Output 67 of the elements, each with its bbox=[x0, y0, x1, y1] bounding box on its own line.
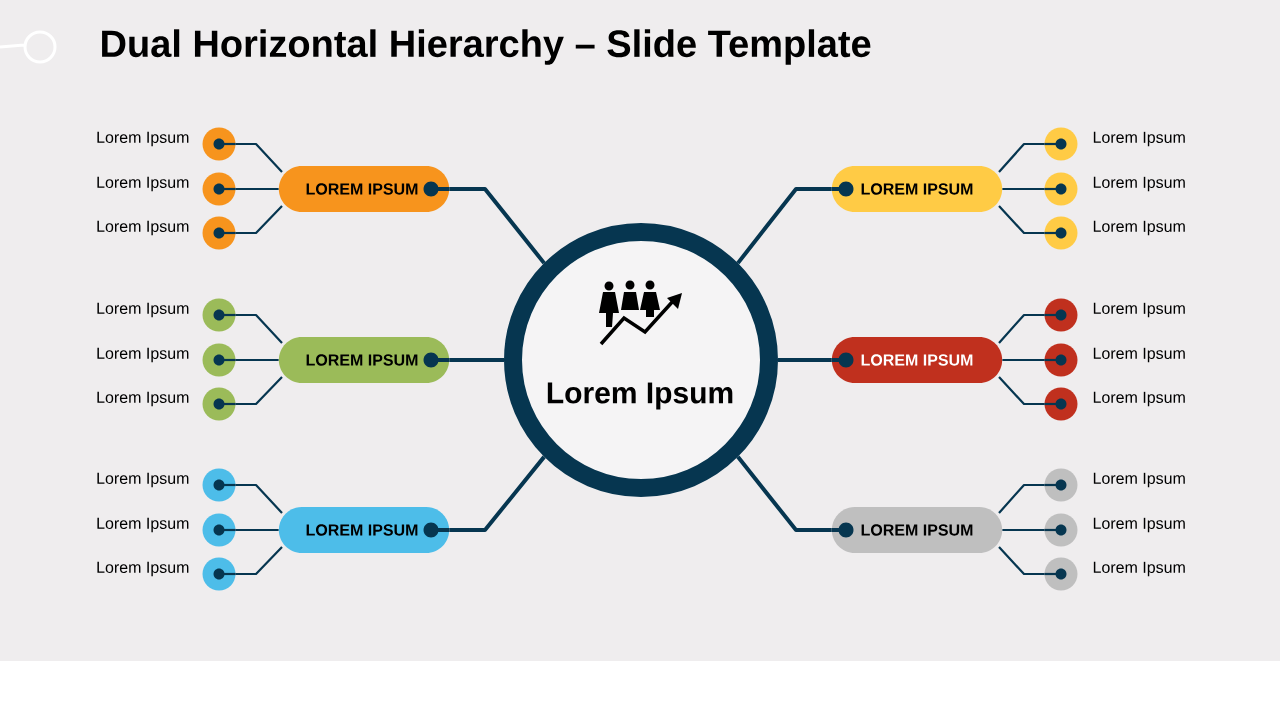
item-label: Lorem Ipsum bbox=[97, 472, 189, 488]
category-pill: LOREM IPSUM bbox=[278, 166, 450, 212]
item-label: Lorem Ipsum bbox=[97, 131, 189, 147]
item-label: Lorem Ipsum bbox=[97, 347, 189, 363]
connector-line bbox=[998, 376, 1045, 406]
item-label: Lorem Ipsum bbox=[1093, 302, 1185, 318]
bullet-circle bbox=[1044, 127, 1078, 161]
connector-line bbox=[449, 358, 504, 362]
category-pill: LOREM IPSUM bbox=[278, 507, 450, 553]
connector-line bbox=[1002, 358, 1045, 362]
connector-line bbox=[998, 142, 1045, 173]
bullet-circle bbox=[1044, 557, 1078, 591]
bullet-circle bbox=[1044, 172, 1078, 206]
connector-line bbox=[235, 528, 279, 532]
item-label: Lorem Ipsum bbox=[1093, 472, 1185, 488]
category-pill: LOREM IPSUM bbox=[831, 166, 1003, 212]
item-label: Lorem Ipsum bbox=[97, 391, 189, 407]
bullet-circle bbox=[1044, 513, 1078, 547]
bullet-circle bbox=[1044, 387, 1078, 421]
connector-line bbox=[736, 187, 832, 265]
connector-line bbox=[235, 142, 283, 173]
bullet-circle bbox=[202, 127, 236, 161]
diagram-title: Dual Horizontal Hierarchy – Slide Template bbox=[102, 29, 871, 65]
connector-line bbox=[235, 358, 279, 362]
bullet-circle bbox=[202, 172, 236, 206]
item-label: Lorem Ipsum bbox=[97, 302, 189, 318]
item-label: Lorem Ipsum bbox=[1093, 517, 1185, 533]
item-label: Lorem Ipsum bbox=[1093, 561, 1185, 577]
item-label: Lorem Ipsum bbox=[1093, 131, 1185, 147]
bullet-circle bbox=[202, 557, 236, 591]
item-label: Lorem Ipsum bbox=[1093, 176, 1185, 192]
bullet-circle bbox=[202, 343, 236, 377]
connector-line bbox=[736, 455, 832, 532]
bullet-circle bbox=[1044, 298, 1078, 332]
connector-line bbox=[998, 483, 1045, 514]
item-label: Lorem Ipsum bbox=[97, 220, 189, 236]
bullet-circle bbox=[1044, 468, 1078, 502]
connector-line bbox=[235, 313, 283, 344]
connector-line bbox=[778, 358, 832, 362]
item-label: Lorem Ipsum bbox=[1093, 347, 1185, 363]
connector-line bbox=[235, 483, 283, 514]
connector-line bbox=[235, 546, 283, 576]
item-label: Lorem Ipsum bbox=[97, 517, 189, 533]
bullet-circle bbox=[1044, 343, 1078, 377]
bullet-circle bbox=[202, 298, 236, 332]
item-label: Lorem Ipsum bbox=[97, 561, 189, 577]
connector-line bbox=[235, 205, 283, 235]
item-label: Lorem Ipsum bbox=[97, 176, 189, 192]
connector-line bbox=[998, 313, 1045, 344]
connector-line bbox=[1002, 187, 1045, 191]
category-pill: LOREM IPSUM bbox=[831, 507, 1003, 553]
bullet-circle bbox=[202, 468, 236, 502]
connector-line bbox=[449, 187, 546, 265]
connector-line bbox=[998, 205, 1045, 235]
bullet-circle bbox=[202, 387, 236, 421]
connector-line bbox=[449, 455, 546, 532]
connector-line bbox=[1002, 528, 1045, 532]
item-label: Lorem Ipsum bbox=[1093, 391, 1185, 407]
bullet-circle bbox=[202, 513, 236, 547]
connector-line bbox=[998, 546, 1045, 576]
item-label: Lorem Ipsum bbox=[1093, 220, 1185, 236]
category-pill: LOREM IPSUM bbox=[278, 337, 450, 383]
connector-line bbox=[235, 187, 279, 191]
bullet-circle bbox=[202, 216, 236, 250]
connector-line bbox=[235, 376, 283, 406]
category-pill: LOREM IPSUM bbox=[831, 337, 1003, 383]
bullet-circle bbox=[1044, 216, 1078, 250]
